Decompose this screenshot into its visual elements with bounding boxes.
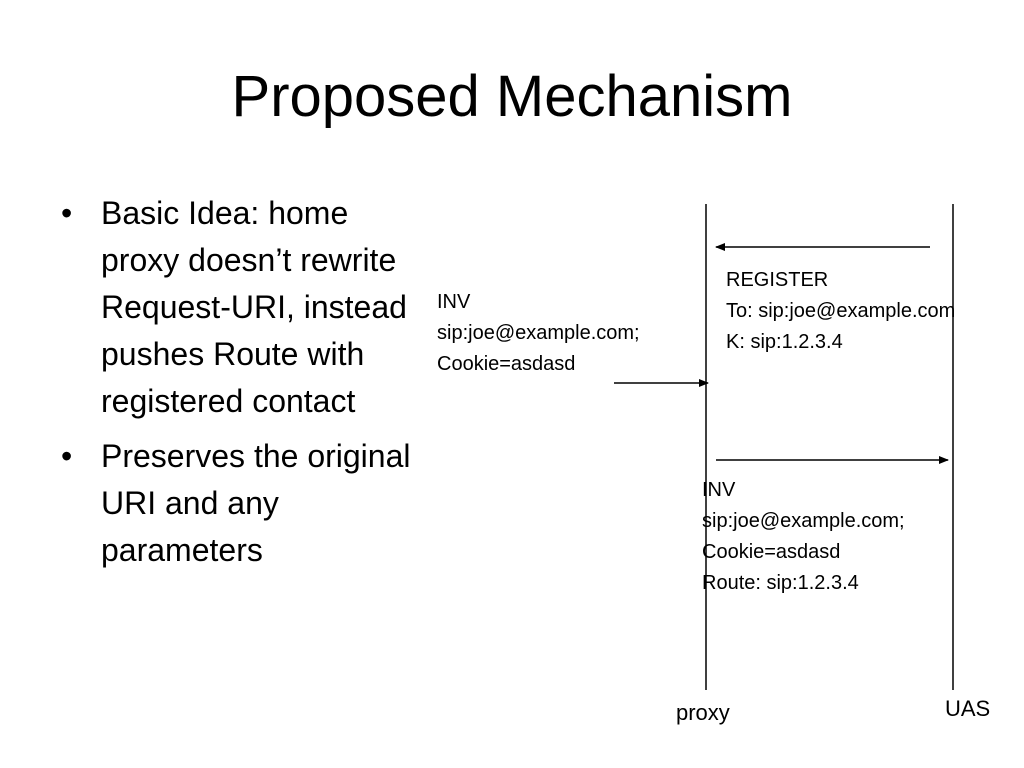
- invite-in-message: INV sip:joe@example.com; Cookie=asdasd: [437, 287, 640, 380]
- invite-out-line: Route: sip:1.2.3.4: [702, 572, 859, 594]
- register-message: REGISTER To: sip:joe@example.com K: sip:…: [726, 265, 955, 358]
- bullet-list: • Basic Idea: home proxy doesn’t rewrite…: [55, 190, 420, 582]
- bullet-text: Preserves the original URI and any param…: [101, 438, 411, 568]
- invite-out-line: INV: [702, 479, 736, 501]
- proxy-label: proxy: [676, 700, 730, 725]
- bullet-icon: •: [61, 438, 73, 474]
- invite-out-message: INV sip:joe@example.com; Cookie=asdasd R…: [702, 475, 905, 599]
- register-line: K: sip:1.2.3.4: [726, 331, 843, 353]
- bullet-item: • Preserves the original URI and any par…: [55, 433, 420, 574]
- bullet-icon: •: [61, 195, 73, 231]
- register-line: To: sip:joe@example.com: [726, 300, 956, 322]
- bullet-text: Basic Idea: home proxy doesn’t rewrite R…: [101, 195, 407, 419]
- invite-in-line: Cookie=asdasd: [437, 353, 576, 375]
- register-line: REGISTER: [726, 269, 829, 291]
- invite-out-line: sip:joe@example.com;: [702, 510, 905, 532]
- invite-out-line: Cookie=asdasd: [702, 541, 841, 563]
- slide-title: Proposed Mechanism: [231, 64, 793, 129]
- invite-in-line: INV: [437, 291, 471, 313]
- bullet-item: • Basic Idea: home proxy doesn’t rewrite…: [55, 190, 420, 425]
- uas-label: UAS: [945, 696, 991, 721]
- invite-in-line: sip:joe@example.com;: [437, 322, 640, 344]
